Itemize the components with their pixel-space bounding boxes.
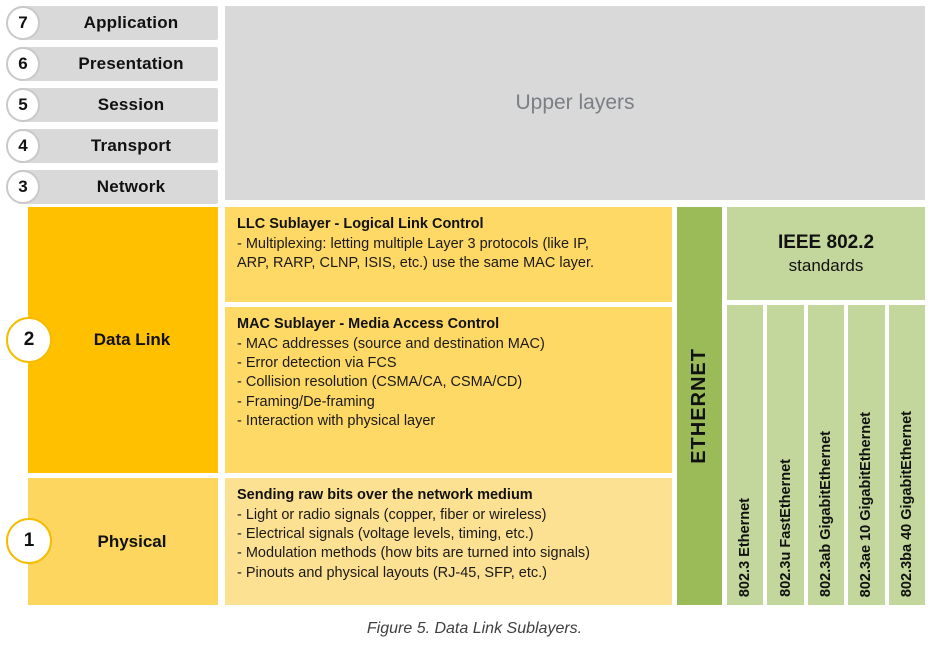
figure-caption: Figure 5. Data Link Sublayers. <box>366 620 583 637</box>
osi-row-presentation: Presentation <box>18 47 218 81</box>
osi-number-2: 2 <box>6 317 52 363</box>
mac-sublayer-title: MAC Sublayer - Media Access Control <box>237 316 500 332</box>
mac-sublayer-line-3: - Collision resolution (CSMA/CA, CSMA/CD… <box>237 374 523 391</box>
osi-row-data-link: Data Link <box>28 207 218 473</box>
ieee-standard-column: 802.3ba 40 GigabitEthernet <box>888 305 926 605</box>
mac-sublayer-line-5: - Interaction with physical layer <box>237 412 436 429</box>
ieee-standard-label: 802.3ab GigabitEthernet <box>818 431 835 597</box>
osi-number-6-value: 6 <box>18 54 28 73</box>
llc-sublayer-line-1: - Multiplexing: letting multiple Layer 3… <box>237 236 589 253</box>
osi-number-5: 5 <box>6 88 40 122</box>
mac-sublayer-line-4: - Framing/De-framing <box>237 393 375 410</box>
physical-layer-line-2: - Electrical signals (voltage levels, ti… <box>237 526 534 543</box>
osi-number-1: 1 <box>6 518 52 564</box>
llc-sublayer-line-2: ARP, RARP, CLNP, ISIS, etc.) use the sam… <box>237 255 595 272</box>
osi-row-application: Application <box>18 6 218 40</box>
osi-number-5-value: 5 <box>18 95 28 114</box>
ieee-802-2-subtitle: standards <box>788 255 864 275</box>
osi-row-data-link-label: Data Link <box>93 330 171 349</box>
osi-row-session: Session <box>18 88 218 122</box>
ethernet-bar: ETHERNET <box>677 207 722 605</box>
osi-number-3-value: 3 <box>18 177 28 196</box>
physical-layer-line-3: - Modulation methods (how bits are turne… <box>237 545 591 562</box>
osi-number-1-value: 1 <box>23 530 35 551</box>
osi-number-6: 6 <box>6 47 40 81</box>
ieee-standards-columns: 802.3 Ethernet 802.3u FastEthernet 802.3… <box>727 305 926 605</box>
osi-row-presentation-label: Presentation <box>78 54 184 73</box>
ieee-standard-label: 802.3ba 40 GigabitEthernet <box>898 410 915 597</box>
physical-layer-line-1: - Light or radio signals (copper, fiber … <box>237 507 547 524</box>
ieee-standard-label: 802.3ae 10 GigabitEthernet <box>858 411 875 597</box>
osi-row-physical-label: Physical <box>97 531 167 551</box>
osi-number-4-value: 4 <box>18 136 28 155</box>
llc-sublayer-title: LLC Sublayer - Logical Link Control <box>237 216 484 232</box>
mac-sublayer-line-1: - MAC addresses (source and destination … <box>237 336 545 353</box>
ieee-802-2-title: IEEE 802.2 <box>777 231 875 253</box>
ieee-standard-column: 802.3ab GigabitEthernet <box>807 305 845 605</box>
upper-layers-panel: Upper layers <box>225 6 925 200</box>
physical-layer-line-4: - Pinouts and physical layouts (RJ-45, S… <box>237 564 548 581</box>
osi-number-4: 4 <box>6 129 40 163</box>
osi-row-transport-label: Transport <box>90 136 172 155</box>
ieee-standard-column: 802.3 Ethernet <box>727 305 764 605</box>
osi-row-network-label: Network <box>96 177 166 196</box>
ieee-802-2-header: IEEE 802.2 standards <box>727 207 925 300</box>
mac-sublayer-panel: MAC Sublayer - Media Access Control - MA… <box>225 307 672 473</box>
osi-number-7-value: 7 <box>18 13 28 32</box>
osi-number-3: 3 <box>6 170 40 204</box>
upper-layers-label: Upper layers <box>515 91 635 114</box>
ieee-standard-column: 802.3u FastEthernet <box>767 305 804 605</box>
ieee-standard-column: 802.3ae 10 GigabitEthernet <box>848 305 885 605</box>
osi-row-network: Network <box>18 170 218 204</box>
osi-row-application-label: Application <box>83 13 179 32</box>
llc-sublayer-panel: LLC Sublayer - Logical Link Control - Mu… <box>225 207 672 302</box>
osi-row-session-label: Session <box>97 95 165 114</box>
ieee-standard-label: 802.3 Ethernet <box>737 497 754 597</box>
osi-number-2-value: 2 <box>23 329 35 350</box>
ethernet-bar-label: ETHERNET <box>688 348 710 464</box>
mac-sublayer-line-2: - Error detection via FCS <box>237 355 397 372</box>
osi-number-7: 7 <box>6 6 40 40</box>
osi-row-transport: Transport <box>18 129 218 163</box>
physical-layer-panel: Sending raw bits over the network medium… <box>225 478 672 605</box>
physical-layer-title: Sending raw bits over the network medium <box>237 487 533 503</box>
osi-row-physical: Physical <box>28 478 218 605</box>
ieee-standard-label: 802.3u FastEthernet <box>777 459 794 597</box>
